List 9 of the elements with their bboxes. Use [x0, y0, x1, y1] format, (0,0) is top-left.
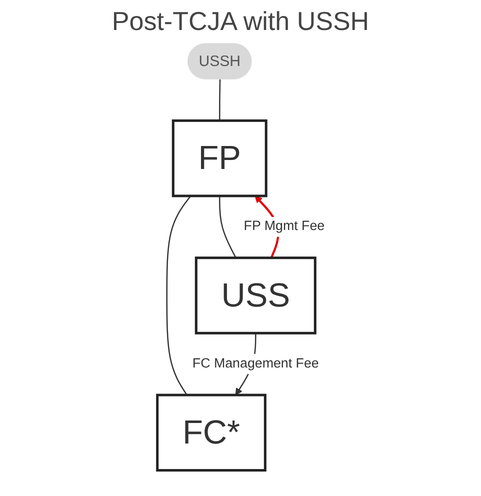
connector	[166, 196, 191, 396]
node-box: FP	[171, 119, 267, 198]
edge-label: FP Mgmt Fee	[243, 219, 324, 234]
connector	[218, 196, 236, 258]
edge-label: FC Management Fee	[192, 356, 318, 371]
connector	[218, 79, 220, 121]
node-box: USS	[194, 256, 316, 334]
diagram-title: Post-TCJA with USSH	[110, 6, 370, 37]
node-box: FC*	[156, 394, 266, 472]
